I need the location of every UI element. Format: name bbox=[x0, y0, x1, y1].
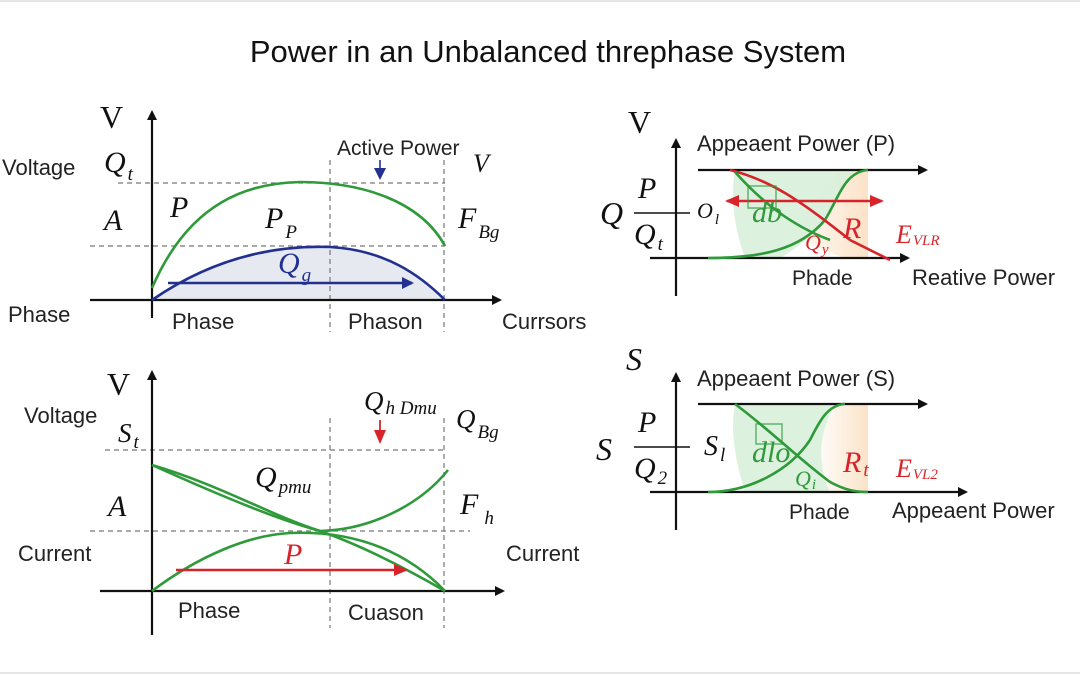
y-axis-label: V bbox=[628, 104, 651, 140]
bottom-right-label: Reative Power bbox=[912, 265, 1055, 290]
cursors-label: Currsors bbox=[502, 309, 586, 334]
y-axis-label: V bbox=[100, 99, 123, 135]
p-label: P bbox=[283, 538, 302, 571]
phade-label: Phade bbox=[792, 267, 853, 290]
phase-left-label: Phase bbox=[8, 302, 70, 327]
blue-fill-area bbox=[152, 246, 445, 300]
red-curve-falling bbox=[729, 168, 851, 242]
fraction-numerator: P bbox=[637, 406, 656, 439]
phase-axis-label: Phase bbox=[172, 309, 234, 334]
p-label: P bbox=[169, 191, 188, 224]
phade-label: Phade bbox=[789, 501, 850, 524]
qy-label: Qy bbox=[805, 230, 829, 258]
green-curve-rising bbox=[707, 168, 869, 260]
top-label: Appeaent Power (S) bbox=[697, 366, 895, 391]
dlo-box bbox=[755, 423, 783, 445]
voltage-label: Voltage bbox=[2, 155, 75, 180]
green-curve-bottom bbox=[151, 531, 446, 593]
green-curve-rising bbox=[151, 463, 450, 533]
y-axis-label: V bbox=[107, 366, 130, 402]
red-curve-tail bbox=[849, 238, 891, 262]
a-label: A bbox=[102, 204, 123, 237]
current-left-label: Current bbox=[18, 541, 91, 566]
v-right-label: V bbox=[473, 149, 492, 178]
blue-curve bbox=[151, 245, 446, 302]
green-fill-area bbox=[733, 404, 835, 492]
page-title: Power in an Unbalanced threphase System bbox=[250, 34, 846, 69]
green-curve bbox=[150, 180, 447, 289]
db-label: db bbox=[752, 196, 782, 229]
fraction-numerator: P bbox=[637, 172, 656, 205]
qi-label: Qi bbox=[795, 466, 816, 493]
q-side-label: Q bbox=[600, 195, 623, 231]
current-right-label: Current bbox=[506, 541, 579, 566]
db-box bbox=[747, 185, 777, 209]
bottom-right-label: Appeaent Power bbox=[892, 498, 1055, 523]
voltage-label: Voltage bbox=[24, 403, 97, 428]
e-label: EVLR bbox=[895, 220, 940, 249]
cuason-label: Cuason bbox=[348, 600, 424, 625]
r-label: R bbox=[842, 212, 861, 245]
phase-axis-label: Phase bbox=[178, 598, 240, 623]
phason-label: Phason bbox=[348, 309, 423, 334]
e-label: EVL2 bbox=[895, 454, 938, 483]
active-power-label: Active Power bbox=[337, 137, 460, 160]
green-curve-falling bbox=[734, 171, 831, 242]
peach-fill-area bbox=[821, 404, 868, 492]
s-side-label: S bbox=[596, 431, 612, 467]
top-label: Appeaent Power (P) bbox=[697, 131, 895, 156]
y-axis-label: S bbox=[626, 341, 642, 377]
a-label: A bbox=[106, 490, 127, 523]
green-fill-area bbox=[733, 170, 855, 258]
green-curve-rising bbox=[707, 402, 846, 494]
dlo-label: dlo bbox=[752, 436, 790, 469]
